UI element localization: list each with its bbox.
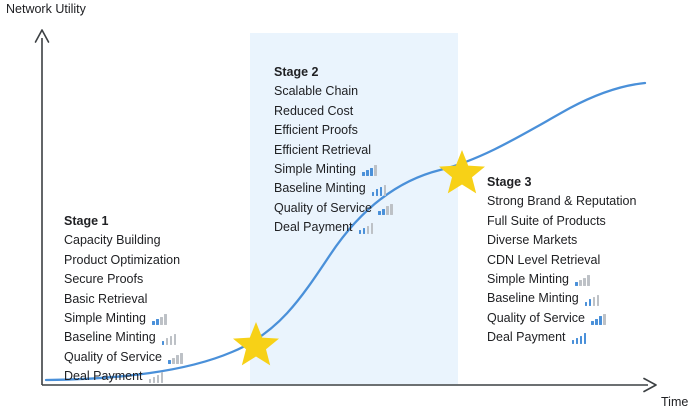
stage-item-label: Deal Payment: [64, 369, 143, 384]
stage-item-label: Simple Minting: [274, 162, 356, 177]
signal-bars-icon: [361, 165, 377, 177]
growth-curve: [44, 81, 647, 382]
signal-bars-icon: [151, 314, 167, 326]
stage-item-label: Baseline Minting: [64, 330, 156, 345]
milestone-star-2: [439, 150, 485, 194]
stage-item-label: Basic Retrieval: [64, 291, 148, 306]
stage-item-label: CDN Level Retrieval: [487, 252, 601, 267]
stage-item-label: Product Optimization: [64, 252, 181, 267]
stage-item: Quality of Service: [64, 348, 183, 367]
stage-item: Deal Payment: [64, 367, 183, 386]
signal-bars-icon: [371, 184, 387, 196]
stage-item: Baseline Minting: [274, 179, 393, 198]
stage-item-label: Full Suite of Products: [487, 213, 606, 228]
signal-bars-icon: [358, 223, 374, 235]
stage-item-label: Quality of Service: [64, 349, 162, 364]
stage-item: Efficient Proofs: [274, 121, 393, 140]
stage-item: Diverse Markets: [487, 231, 636, 250]
x-axis-label: Time: [661, 395, 689, 409]
stage-2-highlight-band: [250, 33, 458, 384]
stage-item-label: Quality of Service: [274, 200, 372, 215]
stage-item-label: Scalable Chain: [274, 84, 359, 99]
y-axis-arrow: [34, 29, 50, 43]
stage-item: Strong Brand & Reputation: [487, 192, 636, 211]
stage-item: Simple Minting: [64, 309, 183, 328]
stage-item: CDN Level Retrieval: [487, 251, 636, 270]
stage-item-label: Reduced Cost: [274, 103, 354, 118]
x-axis-arrow: [643, 377, 657, 393]
stage-item: Product Optimization: [64, 251, 183, 270]
stage-item: Efficient Retrieval: [274, 141, 393, 160]
stage-item: Baseline Minting: [487, 289, 636, 308]
stage-item-label: Deal Payment: [274, 220, 353, 235]
stage-item-label: Deal Payment: [487, 330, 566, 345]
stage-item: Scalable Chain: [274, 82, 393, 101]
stage-item: Deal Payment: [487, 328, 636, 347]
stage-item-label: Baseline Minting: [274, 181, 366, 196]
stage-item: Capacity Building: [64, 231, 183, 250]
stage-item-label: Simple Minting: [487, 272, 569, 287]
signal-bars-icon: [161, 333, 177, 345]
signal-bars-icon: [590, 314, 606, 326]
stage-2-title: Stage 2: [274, 65, 319, 79]
stage-item: Baseline Minting: [64, 328, 183, 347]
stage-item-label: Strong Brand & Reputation: [487, 194, 637, 209]
signal-bars-icon: [584, 294, 600, 306]
stage-item: Secure Proofs: [64, 270, 183, 289]
stage-item: Simple Minting: [487, 270, 636, 289]
stage-item-label: Secure Proofs: [64, 272, 144, 287]
stage-item-label: Efficient Retrieval: [274, 142, 372, 157]
stage-item: Deal Payment: [274, 218, 393, 237]
stage-item-label: Diverse Markets: [487, 233, 578, 248]
stage-item-label: Efficient Proofs: [274, 123, 358, 138]
stage-3-title: Stage 3: [487, 175, 532, 189]
stage-item: Basic Retrieval: [64, 290, 183, 309]
stage-item: Simple Minting: [274, 160, 393, 179]
signal-bars-icon: [167, 353, 183, 365]
stage-item-label: Capacity Building: [64, 233, 161, 248]
y-axis-label: Network Utility: [6, 2, 86, 16]
stage-item: Quality of Service: [487, 309, 636, 328]
milestone-star-1: [233, 322, 279, 366]
signal-bars-icon: [574, 275, 590, 287]
stage-1-title: Stage 1: [64, 214, 109, 228]
stage-item-label: Baseline Minting: [487, 291, 579, 306]
stage-item-label: Simple Minting: [64, 311, 146, 326]
signal-bars-icon: [148, 372, 164, 384]
stage-item-label: Quality of Service: [487, 310, 585, 325]
stage-item: Quality of Service: [274, 199, 393, 218]
stage-item: Full Suite of Products: [487, 212, 636, 231]
signal-bars-icon: [377, 204, 393, 216]
signal-bars-icon: [571, 333, 587, 345]
stage-item: Reduced Cost: [274, 102, 393, 121]
